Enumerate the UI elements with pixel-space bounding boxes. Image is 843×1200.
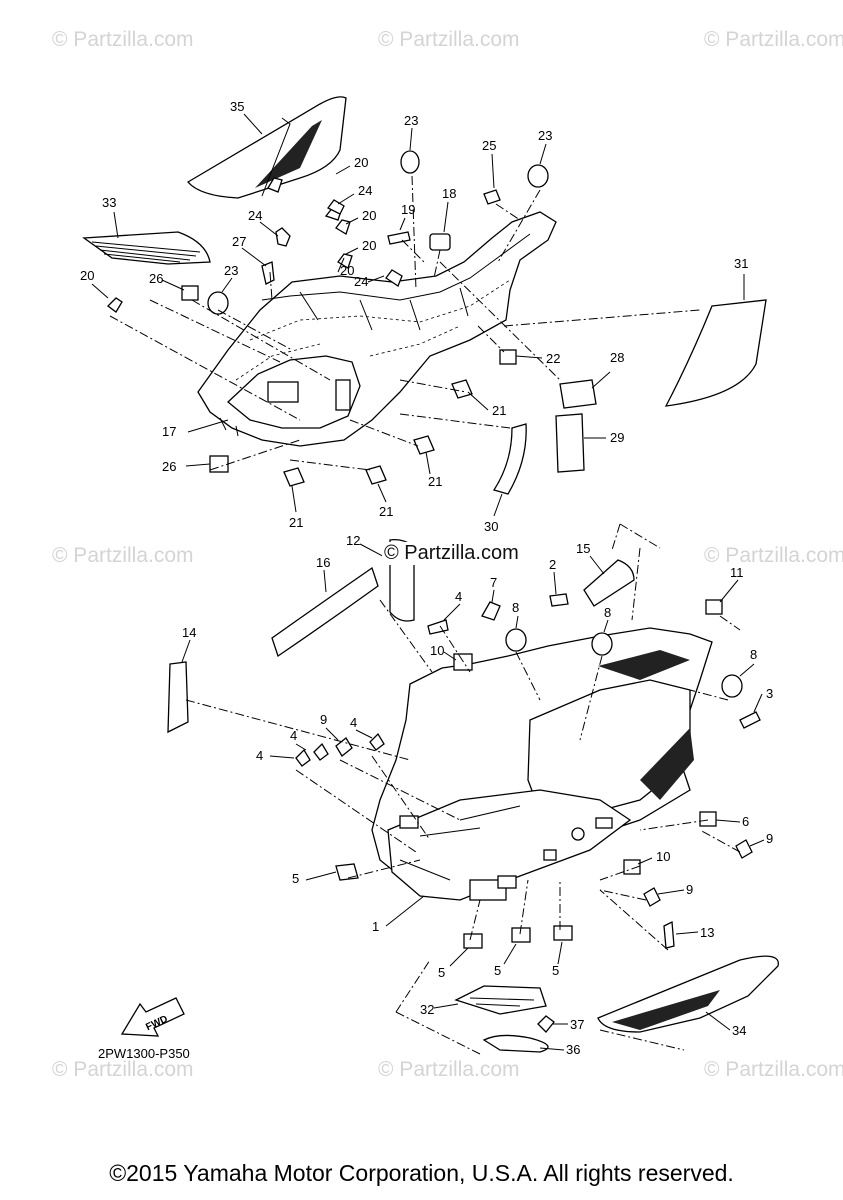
callout-label: 7 [490,575,497,590]
callout-labels: 35 33 20 24 20 27 24 20 23 23 25 23 18 1… [80,99,773,1057]
callout-label: 8 [512,600,519,615]
callout-label: 2 [549,557,556,572]
copyright-notice: ©2015 Yamaha Motor Corporation, U.S.A. A… [109,1160,734,1186]
callout-label: 20 [354,155,368,170]
watermark: © Partzilla.com [378,28,520,51]
part-14-seal [167,661,189,734]
callout-label: 22 [546,351,560,366]
callout-label: 24 [358,183,372,198]
callout-label: 21 [379,504,393,519]
callout-label: 27 [232,234,246,249]
watermark: © Partzilla.com [52,1058,194,1081]
part-30-seal [492,423,527,495]
callout-label: 25 [482,138,496,153]
callout-label: 26 [149,271,163,286]
callout-label: 33 [102,195,116,210]
callout-label: 19 [401,202,415,217]
part-33-grille [82,231,211,265]
callout-label: 4 [290,728,297,743]
part-31-panel [664,299,767,407]
callout-label: 17 [162,424,176,439]
callout-label: 13 [700,925,714,940]
watermark-center: © Partzilla.com [382,542,521,565]
callout-label: 24 [354,274,368,289]
callout-label: 20 [362,208,376,223]
callout-label: 16 [316,555,330,570]
callout-label: 21 [428,474,442,489]
watermark: © Partzilla.com [52,544,194,567]
callout-label: 9 [686,882,693,897]
callout-label: 10 [656,849,670,864]
part-28-29-foam [555,379,597,473]
callout-label: 4 [350,715,357,730]
callout-label: 23 [538,128,552,143]
callout-label: 35 [230,99,244,114]
callout-label: 5 [292,871,299,886]
fwd-arrow-icon: FWD [120,997,185,1037]
callout-label: 11 [730,565,744,580]
upper-fasteners [107,150,549,487]
callout-label: 1 [372,919,379,934]
diagram-code: 2PW1300-P350 [98,1046,190,1061]
callout-label: 5 [494,963,501,978]
part-16-strip [271,566,379,658]
callout-label: 31 [734,256,748,271]
callout-leaders [91,113,765,1051]
callout-label: 15 [576,541,590,556]
part-32-grille [454,985,547,1015]
callout-label: 20 [340,263,354,278]
callout-label: 26 [162,459,176,474]
callout-label: 23 [224,263,238,278]
part-34-side-cover [597,955,779,1033]
part-15-foam [583,559,635,607]
callout-label: 18 [442,186,456,201]
callout-label: 37 [570,1017,584,1032]
callout-label: 34 [732,1023,746,1038]
callout-label: 21 [289,515,303,530]
callout-label: 14 [182,625,196,640]
callout-label: 32 [420,1002,434,1017]
callout-label: 20 [80,268,94,283]
callout-label: 4 [455,589,462,604]
callout-label: 8 [750,647,757,662]
part-17-front-body [197,211,557,447]
watermark: © Partzilla.com [378,1058,520,1081]
callout-label: 5 [438,965,445,980]
callout-label: 6 [742,814,749,829]
callout-label: 30 [484,519,498,534]
callout-label: 8 [604,605,611,620]
callout-label: 9 [766,831,773,846]
part-36-lens [482,1034,549,1053]
callout-label: 3 [766,686,773,701]
callout-label: 28 [610,350,624,365]
callout-label: 9 [320,712,327,727]
callout-label: 29 [610,430,624,445]
callout-label: 23 [404,113,418,128]
callout-label: 10 [430,643,444,658]
part-35-side-cover [187,96,347,199]
callout-label: 12 [346,533,360,548]
callout-label: 36 [566,1042,580,1057]
callout-label: 20 [362,238,376,253]
watermark: © Partzilla.com [704,544,843,567]
callout-label: 24 [248,208,262,223]
watermark: © Partzilla.com [52,28,194,51]
callout-label: 5 [552,963,559,978]
watermark: © Partzilla.com [704,28,843,51]
reference-lines [109,175,741,1055]
part-1-floor-board [371,627,713,901]
callout-label: 4 [256,748,263,763]
watermark: © Partzilla.com [704,1058,843,1081]
callout-label: 21 [492,403,506,418]
